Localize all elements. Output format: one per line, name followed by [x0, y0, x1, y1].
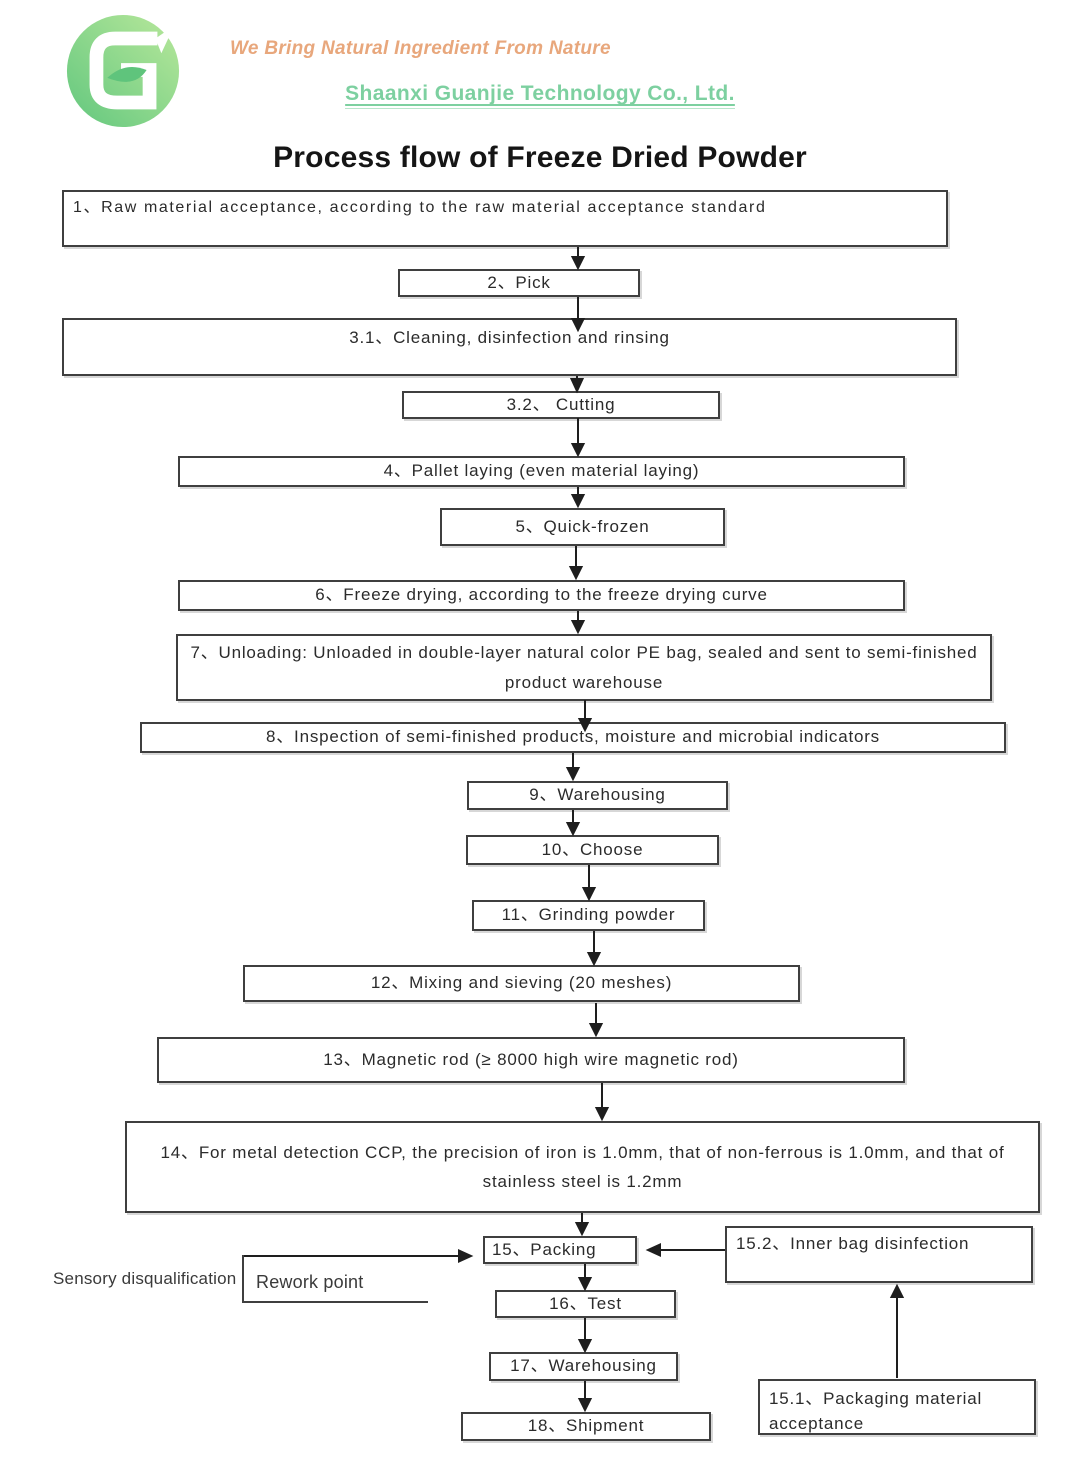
rework-point-label: Rework point [256, 1272, 364, 1292]
flow-step-label: 5、Quick-frozen [515, 516, 650, 536]
company-slogan: We Bring Natural Ingredient From Nature [230, 38, 611, 59]
flow-step-3-1-cleaning: 3.1、Cleaning, disinfection and rinsing [62, 318, 957, 376]
flow-step-label: 17、Warehousing [510, 1356, 657, 1376]
flow-step-16-test: 16、Test [495, 1290, 676, 1318]
flow-step-17-warehousing: 17、Warehousing [489, 1352, 678, 1381]
flow-step-label: 3.1、Cleaning, disinfection and rinsing [349, 328, 670, 347]
flow-step-label: 7、Unloading: Unloaded in double-layer na… [190, 643, 978, 692]
sensory-disqualification-label: Sensory disqualification [53, 1269, 237, 1288]
arrow-3-1-to-3-2 [569, 376, 585, 394]
flow-step-12-mixing-sieving: 12、Mixing and sieving (20 meshes) [243, 965, 800, 1002]
arrow-8-to-9 [565, 753, 581, 782]
flow-step-label: 10、Choose [541, 839, 644, 859]
arrow-1-to-2 [570, 247, 586, 271]
flow-step-14-metal-detection: 14、For metal detection CCP, the precisio… [125, 1121, 1040, 1213]
flow-step-6-freeze-drying: 6、Freeze drying, according to the freeze… [178, 580, 905, 611]
flow-step-4-pallet-laying: 4、Pallet laying (even material laying) [178, 456, 905, 487]
flow-step-label: 8、Inspection of semi-finished products, … [266, 727, 880, 747]
flow-step-label: 14、For metal detection CCP, the precisio… [160, 1142, 1005, 1191]
flow-step-7-unloading: 7、Unloading: Unloaded in double-layer na… [176, 634, 992, 701]
arrow-3-2-to-4 [570, 418, 586, 458]
arrow-15-2-to-15 [645, 1242, 725, 1258]
flow-step-label: 1、Raw material acceptance, according to … [73, 199, 767, 216]
arrow-6-to-7 [570, 611, 586, 635]
flow-step-2-pick: 2、Pick [398, 269, 640, 297]
arrow-16-to-17 [577, 1318, 593, 1354]
flow-step-label: 12、Mixing and sieving (20 meshes) [370, 973, 673, 993]
arrow-17-to-18 [577, 1381, 593, 1413]
flow-step-11-grinding-powder: 11、Grinding powder [472, 900, 705, 931]
company-link[interactable]: Shaanxi Guanjie Technology Co., Ltd. [345, 82, 735, 109]
flow-step-1-raw-material: 1、Raw material acceptance, according to … [62, 190, 948, 247]
arrow-rework-to-15 [243, 1248, 474, 1264]
company-name-row: Shaanxi Guanjie Technology Co., Ltd. [0, 82, 1080, 109]
flow-step-label: 11、Grinding powder [501, 905, 676, 925]
arrow-12-to-13 [588, 1003, 604, 1038]
flow-step-5-quick-frozen: 5、Quick-frozen [440, 508, 725, 546]
flow-step-15-2-inner-bag-disinfection: 15.2、Inner bag disinfection [725, 1226, 1033, 1283]
flow-step-15-1-packaging-material: 15.1、Packaging material acceptance [758, 1379, 1036, 1435]
arrow-10-to-11 [581, 865, 597, 902]
page-title: Process flow of Freeze Dried Powder [273, 141, 807, 174]
flow-step-label: 3.2、 Cutting [506, 394, 616, 414]
flow-step-label: 2、Pick [487, 272, 551, 292]
flow-step-18-shipment: 18、Shipment [461, 1412, 711, 1441]
flow-step-label: 13、Magnetic rod (≥ 8000 high wire magnet… [323, 1049, 739, 1069]
arrow-4-to-5 [570, 487, 586, 509]
flow-step-label: 9、Warehousing [529, 785, 666, 805]
arrow-15-to-16 [577, 1264, 593, 1292]
flow-step-15-packing: 15、Packing [483, 1236, 637, 1264]
arrow-9-to-10 [565, 810, 581, 837]
flow-step-9-warehousing: 9、Warehousing [467, 781, 728, 810]
arrow-14-to-15 [574, 1213, 590, 1237]
flow-step-10-choose: 10、Choose [466, 835, 719, 865]
arrow-13-to-14 [594, 1083, 610, 1122]
arrow-11-to-12 [586, 931, 602, 967]
flow-step-label: 6、Freeze drying, according to the freeze… [315, 585, 768, 605]
flow-step-label: 4、Pallet laying (even material laying) [383, 461, 700, 481]
arrow-5-to-6 [568, 546, 584, 581]
flow-step-label: 15.1、Packaging material acceptance [769, 1389, 983, 1433]
company-logo-icon [66, 14, 180, 128]
flow-step-3-2-cutting: 3.2、 Cutting [402, 391, 720, 419]
arrow-15-1-to-15-2 [889, 1283, 905, 1378]
flow-step-label: 15、Packing [492, 1239, 597, 1259]
flow-step-13-magnetic-rod: 13、Magnetic rod (≥ 8000 high wire magnet… [157, 1037, 905, 1083]
flow-step-label: 15.2、Inner bag disinfection [736, 1234, 970, 1253]
flow-step-8-inspection: 8、Inspection of semi-finished products, … [140, 722, 1006, 753]
flow-step-label: 18、Shipment [527, 1416, 645, 1436]
flow-step-label: 16、Test [549, 1293, 622, 1313]
